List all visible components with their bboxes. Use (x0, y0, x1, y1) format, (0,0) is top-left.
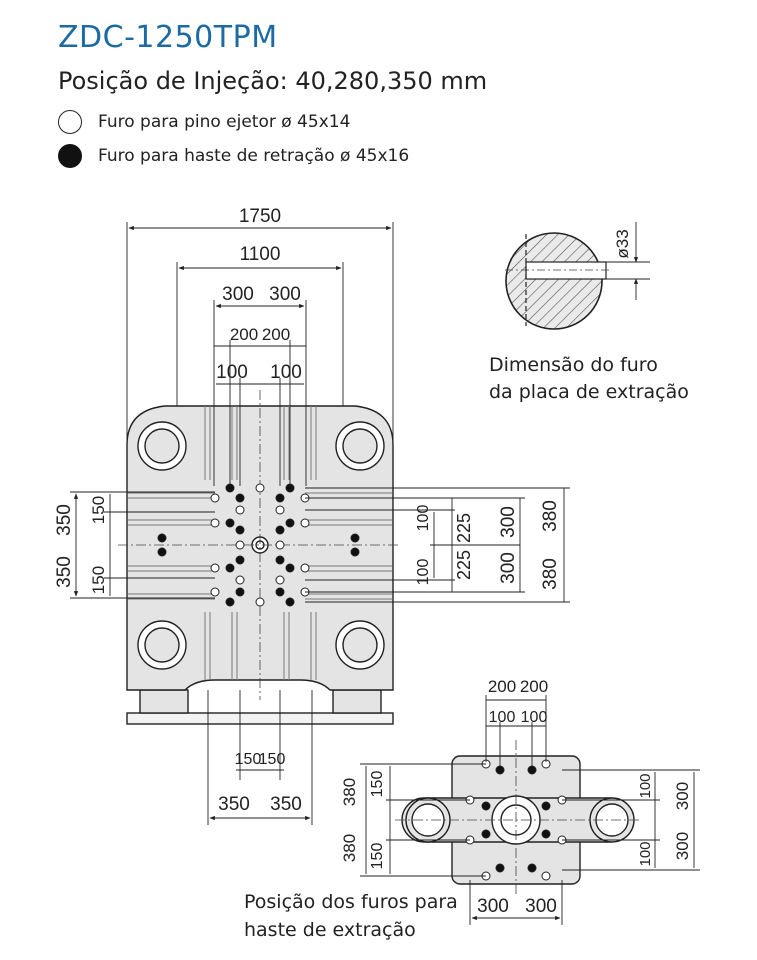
dim-label: 350 (218, 794, 250, 815)
page-title: ZDC-1250TPM (58, 20, 278, 55)
dim-label: 300 (269, 284, 301, 305)
ejector-hole-pattern (157, 483, 360, 607)
dim-label: 100 (637, 841, 654, 866)
dim-label: 100 (415, 559, 432, 586)
dim-label: 1100 (240, 244, 281, 265)
main-dimension-labels: 1750 1100 300 300 200 200 100 100 350 15… (54, 206, 561, 815)
dim-label: 100 (415, 505, 432, 532)
legend-label: Furo para haste de retração ø 45x16 (98, 146, 410, 166)
rod-caption-line1: Posição dos furos para (244, 891, 458, 913)
open-circle-icon (58, 110, 82, 134)
dim-label: 150 (369, 771, 386, 798)
dim-label: 350 (54, 504, 75, 536)
dim-label: 100 (489, 709, 516, 726)
dim-label: 200 (488, 677, 516, 696)
dim-label: 300 (477, 896, 509, 917)
dim-label: 200 (230, 325, 258, 344)
dim-label: 300 (673, 782, 692, 810)
dim-label: 225 (454, 513, 474, 543)
dim-label: 100 (216, 362, 248, 383)
dim-label: 1750 (239, 206, 281, 227)
dim-label: 300 (525, 896, 557, 917)
dim-label: 300 (222, 284, 254, 305)
extraction-plate-hole-detail (505, 222, 650, 330)
detail-labels: ø33 Dimensão do furo da placa de extraçã… (489, 229, 689, 403)
main-platen (118, 390, 400, 725)
detail-caption-line2: da placa de extração (489, 381, 689, 403)
dim-label: 150 (235, 751, 262, 768)
dim-label: 350 (270, 794, 302, 815)
legend-item-retraction-rod: Furo para haste de retração ø 45x16 (58, 144, 409, 168)
dim-label: 150 (89, 566, 108, 594)
dim-label: 380 (340, 778, 359, 806)
dim-label: 300 (673, 832, 692, 860)
dim-label: 150 (259, 751, 286, 768)
rod-caption-line2: haste de extração (244, 919, 416, 941)
dim-label: 350 (54, 556, 75, 588)
dim-label: 150 (369, 843, 386, 870)
filled-circle-icon (58, 144, 82, 168)
legend-label: Furo para pino ejetor ø 45x14 (98, 112, 351, 132)
injection-position-subtitle: Posição de Injeção: 40,280,350 mm (58, 67, 488, 95)
extraction-rod-plate (395, 740, 640, 895)
dim-label: 200 (262, 325, 290, 344)
dim-label: 225 (454, 550, 474, 580)
dim-label: 100 (637, 773, 654, 798)
legend-item-ejector-pin: Furo para pino ejetor ø 45x14 (58, 110, 350, 134)
dim-label: 100 (270, 362, 302, 383)
rod-view-dimensions (360, 695, 700, 925)
detail-caption-line1: Dimensão do furo (489, 354, 658, 376)
hole-diameter-label: ø33 (613, 229, 632, 258)
dim-label: 100 (521, 709, 548, 726)
dim-label: 380 (540, 558, 561, 590)
main-top-dimensions (70, 222, 570, 825)
dim-label: 380 (340, 834, 359, 862)
dim-label: 150 (89, 496, 108, 524)
dim-label: 380 (540, 500, 561, 532)
rod-view-labels: 200 200 100 100 380 150 380 150 100 300 … (244, 677, 692, 941)
dim-label: 200 (520, 677, 548, 696)
tie-bar-holes (137, 421, 385, 670)
dim-label: 300 (498, 552, 519, 584)
dim-label: 300 (498, 506, 519, 538)
